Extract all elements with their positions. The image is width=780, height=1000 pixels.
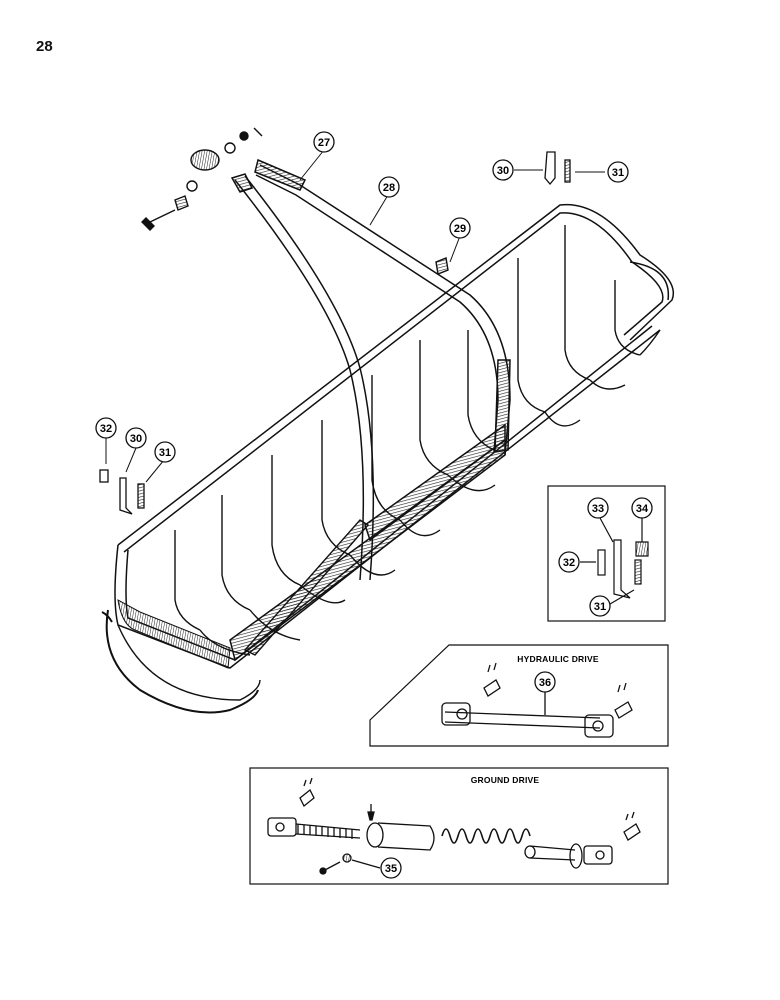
- callout-32-left: 32: [95, 417, 117, 439]
- bolt-hardware-top: [141, 127, 263, 231]
- mounting-band: [101, 609, 259, 714]
- clip-29: [435, 257, 449, 275]
- svg-text:33: 33: [592, 503, 604, 515]
- callout-29: 29: [449, 217, 471, 239]
- callout-31-left: 31: [154, 441, 176, 463]
- callout-33: 33: [587, 497, 609, 519]
- reel-tines: [117, 225, 661, 701]
- svg-text:30: 30: [130, 433, 142, 445]
- callout-31-inset: 31: [589, 595, 611, 617]
- svg-text:27: 27: [318, 137, 330, 149]
- svg-text:32: 32: [563, 557, 575, 569]
- callout-28: 28: [378, 176, 400, 198]
- svg-text:31: 31: [594, 601, 606, 613]
- svg-text:30: 30: [497, 165, 509, 177]
- svg-text:31: 31: [159, 447, 171, 459]
- inset-clip-assembly: [547, 485, 666, 622]
- svg-text:34: 34: [636, 503, 649, 515]
- callout-27: 27: [313, 131, 335, 153]
- reel-frame: [114, 203, 674, 669]
- callout-36: 36: [534, 671, 556, 693]
- page-number: 28: [36, 38, 53, 55]
- ground-drive-title: GROUND DRIVE: [471, 775, 540, 785]
- svg-text:35: 35: [385, 863, 397, 875]
- callout-31-top: 31: [607, 161, 629, 183]
- svg-text:29: 29: [454, 223, 466, 235]
- callout-35: 35: [380, 857, 402, 879]
- callout-30-top: 30: [492, 159, 514, 181]
- svg-text:36: 36: [539, 677, 551, 689]
- bent-arm: [254, 158, 511, 456]
- leader-lines: [105, 149, 605, 483]
- hydraulic-drive-title: HYDRAULIC DRIVE: [517, 654, 599, 664]
- callout-30-left: 30: [125, 427, 147, 449]
- clip-top-right: [544, 151, 571, 186]
- svg-text:31: 31: [612, 167, 624, 179]
- support-arm: [230, 173, 375, 581]
- ground-drive-panel: [249, 767, 669, 885]
- callout-32-inset: 32: [558, 551, 580, 573]
- svg-text:28: 28: [383, 182, 395, 194]
- svg-text:32: 32: [100, 423, 112, 435]
- diagonal-brace: [243, 519, 370, 656]
- hydraulic-drive-panel: [369, 644, 669, 747]
- clips-left: [99, 469, 145, 515]
- callout-34: 34: [631, 497, 653, 519]
